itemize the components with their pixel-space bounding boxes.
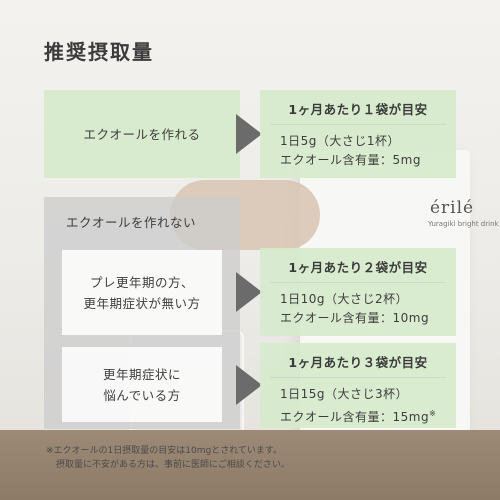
can-make-box: エクオールを作れる bbox=[44, 90, 240, 178]
page-title: 推奨摂取量 bbox=[44, 40, 154, 64]
can-make-label: エクオールを作れる bbox=[83, 126, 201, 142]
result-box-1: 1ヶ月あたり１袋が目安 1日5g（大さじ1杯） エクオール含有量：5mg bbox=[260, 90, 456, 178]
group-label-line1: 更年期症状に bbox=[102, 366, 181, 382]
result-content-text: エクオール含有量：15mg bbox=[280, 410, 430, 424]
group-menopause-symptoms: 更年期症状に 悩んでいる方 bbox=[62, 347, 222, 422]
result-head: 1ヶ月あたり２袋が目安 bbox=[270, 257, 446, 283]
result-head: 1ヶ月あたり３袋が目安 bbox=[270, 352, 446, 378]
result-dose: 1日10g（大さじ2杯） bbox=[280, 292, 409, 306]
group-pre-menopause: プレ更年期の方、 更年期症状が無い方 bbox=[62, 250, 222, 335]
arrow-right-icon bbox=[236, 272, 262, 312]
result-head: 1ヶ月あたり１袋が目安 bbox=[270, 99, 446, 125]
result-dose: 1日15g（大さじ3杯） bbox=[280, 387, 409, 401]
cannot-make-label: エクオールを作れない bbox=[66, 215, 197, 230]
group-label-line2: 更年期症状が無い方 bbox=[83, 295, 201, 311]
result-content: エクオール含有量：5mg bbox=[280, 153, 421, 167]
result-box-2: 1ヶ月あたり２袋が目安 1日10g（大さじ2杯） エクオール含有量：10mg bbox=[260, 248, 456, 336]
group-label-line2: 悩んでいる方 bbox=[103, 387, 181, 403]
note-mark: ※ bbox=[429, 409, 437, 418]
footnote-line1: ※エクオールの1日摂取量の目安は10mgとされています。 bbox=[46, 446, 283, 456]
product-subtitle: Yuragiki bright drink bbox=[428, 220, 499, 228]
result-content: エクオール含有量：15mg※ bbox=[260, 404, 456, 427]
table-surface bbox=[0, 430, 500, 500]
product-brand: érilé bbox=[430, 198, 475, 218]
footnote-line2: 摂取量に不安がある方は、事前に医師にご相談ください。 bbox=[56, 460, 290, 470]
arrow-right-icon bbox=[236, 365, 262, 405]
footnote: ※エクオールの1日摂取量の目安は10mgとされています。 摂取量に不安がある方は… bbox=[46, 444, 290, 472]
result-content: エクオール含有量：10mg bbox=[280, 311, 430, 325]
result-box-3: 1ヶ月あたり３袋が目安 1日15g（大さじ3杯） エクオール含有量：15mg※ bbox=[260, 343, 456, 428]
group-label-line1: プレ更年期の方、 bbox=[89, 274, 194, 290]
arrow-right-icon bbox=[236, 114, 262, 154]
result-dose: 1日5g（大さじ1杯） bbox=[280, 134, 401, 148]
